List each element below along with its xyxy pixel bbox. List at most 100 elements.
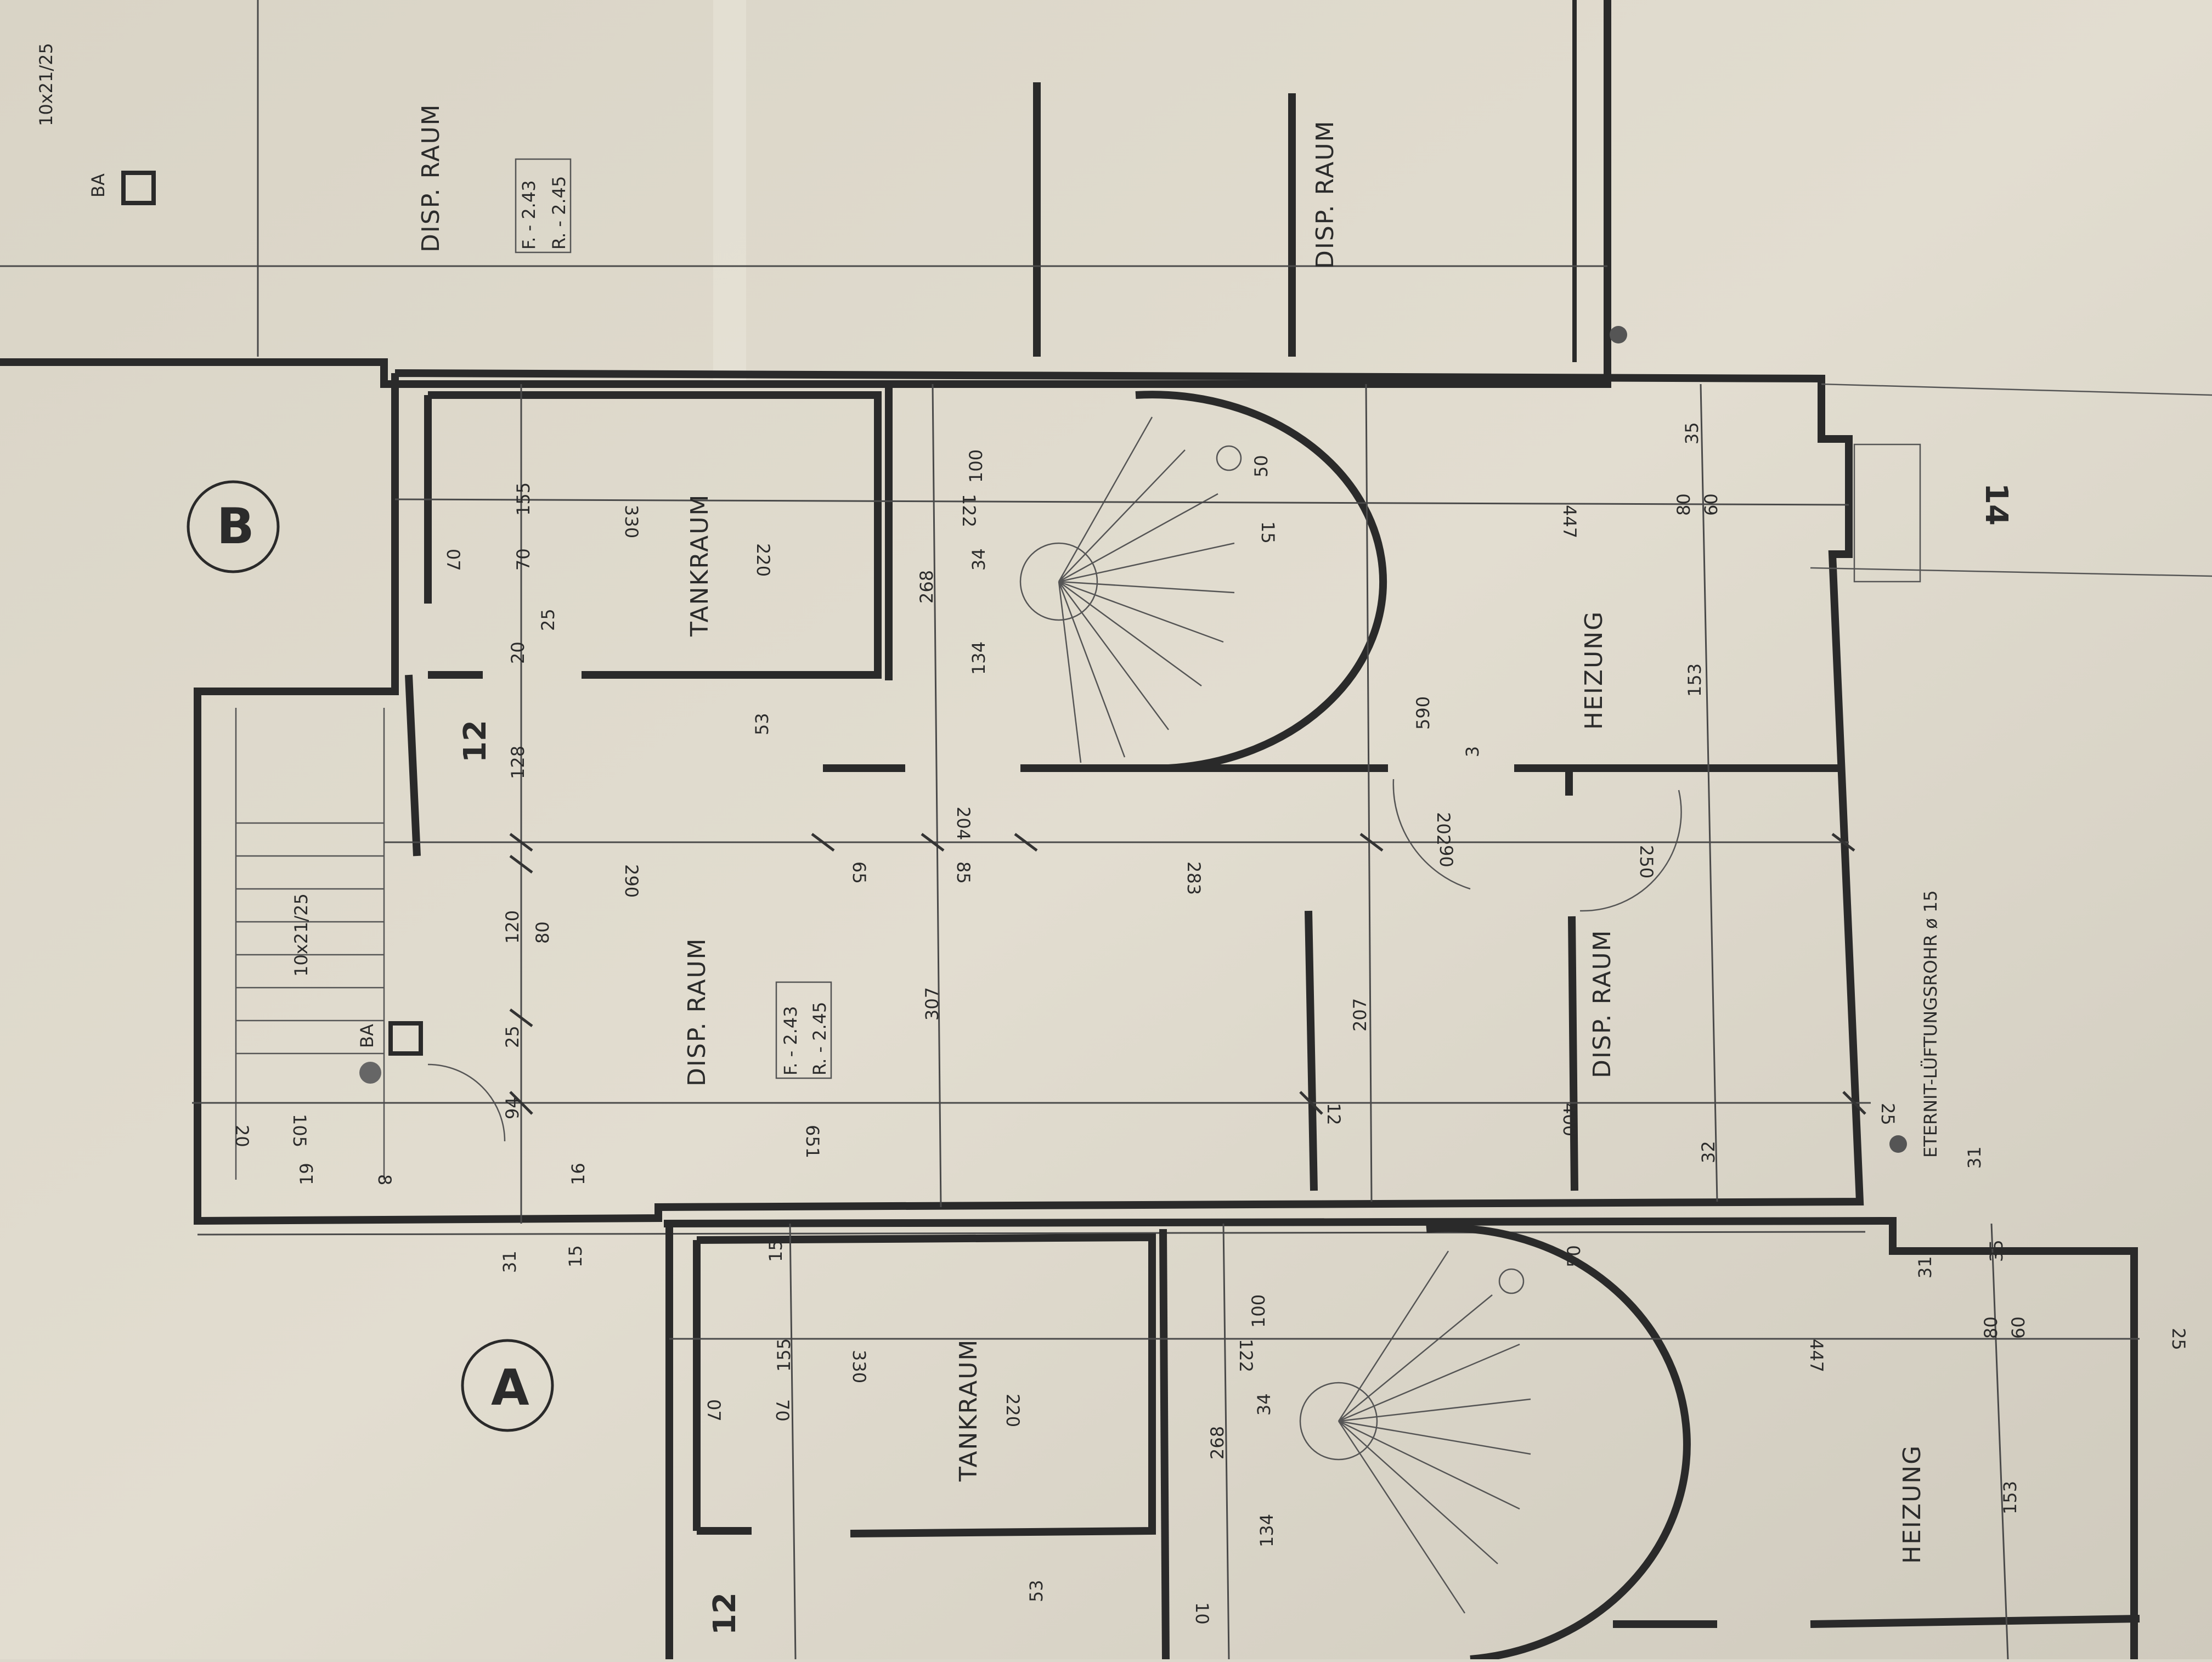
sheet-mark: 14 bbox=[1978, 483, 2014, 526]
unit-b-disp-raum-left: DISP. RAUM bbox=[683, 938, 711, 1087]
dim-19: 19 bbox=[296, 1163, 317, 1185]
dim-128: 128 bbox=[507, 746, 528, 779]
a-dim-153: 153 bbox=[2000, 1481, 2021, 1514]
dim-85: 85 bbox=[953, 861, 974, 884]
dim-07: 07 bbox=[443, 549, 464, 571]
dim-202: 202 bbox=[1433, 812, 1454, 846]
a-dim-35: 35 bbox=[1986, 1240, 2007, 1262]
dim-15b: 15 bbox=[1257, 521, 1278, 544]
dim-590: 590 bbox=[1413, 696, 1434, 730]
dim-53: 53 bbox=[752, 713, 772, 735]
dim-155: 155 bbox=[513, 482, 534, 516]
dim-220: 220 bbox=[753, 543, 774, 577]
top-unit: DISP. RAUM DISP. RAUM 10x21/25 BA F. - 2… bbox=[0, 0, 1627, 388]
unit-a-dimensions: 330 155 70 07 220 268 100 122 34 134 447… bbox=[703, 1240, 2189, 1624]
a-dim-134: 134 bbox=[1256, 1514, 1277, 1547]
unit-b-ba-label: BA bbox=[357, 1024, 377, 1048]
dim-207: 207 bbox=[1350, 998, 1370, 1032]
a-dim-07: 07 bbox=[703, 1399, 724, 1422]
dim-3: 3 bbox=[1462, 746, 1483, 757]
dim-12: 12 bbox=[1323, 1103, 1344, 1125]
unit-b-marker-circle bbox=[187, 480, 280, 573]
unit-a-heizung: HEIZUNG bbox=[1898, 1445, 1926, 1564]
dim-34: 34 bbox=[968, 548, 989, 571]
a-dim-25: 25 bbox=[2168, 1328, 2189, 1350]
top-level-r: R. - 2.45 bbox=[549, 176, 569, 250]
dim-122: 122 bbox=[958, 494, 979, 527]
dim-330: 330 bbox=[621, 505, 642, 538]
dim-447: 447 bbox=[1559, 505, 1580, 538]
dim-80: 80 bbox=[532, 921, 553, 944]
dim-283: 283 bbox=[1183, 861, 1204, 895]
a-dim-31: 31 bbox=[1915, 1256, 1936, 1278]
a-dim-122: 122 bbox=[1235, 1339, 1256, 1372]
spiral-stair-core bbox=[1019, 542, 1098, 621]
a-dim-268: 268 bbox=[1207, 1426, 1228, 1460]
dim-204: 204 bbox=[953, 807, 974, 840]
dim-250: 250 bbox=[1636, 845, 1657, 878]
a-dim-447: 447 bbox=[1806, 1339, 1827, 1372]
unit-b-heizung: HEIZUNG bbox=[1580, 611, 1608, 730]
pipe-note: ETERNIT-LÜFTUNGSROHR ø 15 bbox=[1920, 890, 1941, 1158]
a-dim-53: 53 bbox=[1026, 1580, 1047, 1602]
top-disp-raum-right: DISP. RAUM bbox=[1311, 120, 1339, 269]
unit-b-level-f: F. - 2.43 bbox=[780, 1006, 801, 1075]
dim-8: 8 bbox=[374, 1174, 395, 1185]
a-dim-330: 330 bbox=[849, 1350, 870, 1383]
unit-b-letter: B bbox=[217, 498, 255, 555]
dim-32: 32 bbox=[1698, 1141, 1719, 1163]
top-disp-raum-left: DISP. RAUM bbox=[417, 104, 445, 253]
paper-fold bbox=[713, 0, 746, 384]
unit-b-dimensions: 307 651 290 120 80 25 94 105 20 19 8 31 … bbox=[232, 422, 1985, 1273]
top-level-f: F. - 2.43 bbox=[518, 180, 539, 250]
unit-a-level-label: 12 bbox=[707, 1592, 743, 1635]
top-ba-label: BA bbox=[88, 173, 109, 198]
unit-a-letter: A bbox=[491, 1359, 529, 1417]
a-dim-220: 220 bbox=[1002, 1394, 1023, 1427]
dim-50: 50 bbox=[1251, 455, 1272, 477]
dim-70: 70 bbox=[513, 548, 534, 571]
unit-b-level-r: R. - 2.45 bbox=[809, 1002, 830, 1075]
a-dim-10: 10 bbox=[1192, 1602, 1212, 1625]
dim-31: 31 bbox=[499, 1250, 520, 1273]
dim-35: 35 bbox=[1681, 422, 1702, 444]
dim-25c: 25 bbox=[1877, 1103, 1898, 1125]
a-dim-15: 15 bbox=[765, 1240, 786, 1262]
unit-b-stair-label: 10x21/25 bbox=[291, 893, 312, 977]
dim-290: 290 bbox=[621, 864, 642, 898]
dim-80b: 80 bbox=[1673, 493, 1694, 516]
dim-15: 15 bbox=[565, 1245, 586, 1267]
dim-268: 268 bbox=[916, 570, 937, 604]
dim-16: 16 bbox=[568, 1163, 589, 1185]
spiral-stair-outer bbox=[1135, 391, 1387, 772]
unit-a-tankraum: TANKRAUM bbox=[955, 1339, 983, 1482]
a-dim-34: 34 bbox=[1254, 1393, 1274, 1416]
unit-b: DISP. RAUM DISP. RAUM TANKRAUM HEIZUNG F… bbox=[187, 369, 2212, 1273]
top-stair-label: 10x21/25 bbox=[36, 43, 57, 126]
dim-25b: 25 bbox=[538, 609, 558, 631]
unit-b-level-label: 12 bbox=[458, 720, 493, 763]
dim-307: 307 bbox=[922, 987, 943, 1021]
dim-65: 65 bbox=[849, 861, 870, 884]
unit-a: TANKRAUM HEIZUNG 12 A 330 155 70 07 220 … bbox=[461, 1216, 2189, 1662]
dim-651: 651 bbox=[802, 1125, 823, 1158]
dim-105: 105 bbox=[289, 1114, 310, 1147]
dim-134: 134 bbox=[968, 641, 989, 675]
a-dim-70: 70 bbox=[772, 1399, 793, 1422]
dim-100: 100 bbox=[966, 449, 986, 483]
a-dim-155: 155 bbox=[774, 1338, 794, 1372]
dim-25: 25 bbox=[502, 1026, 523, 1048]
dim-400: 400 bbox=[1559, 1103, 1580, 1136]
top-vent-pipe bbox=[1610, 326, 1627, 343]
a-dim-80: 80 bbox=[1980, 1316, 2001, 1339]
dim-60: 60 bbox=[1701, 493, 1722, 516]
a-dim-50: 50 bbox=[1564, 1245, 1584, 1267]
dim-20b: 20 bbox=[507, 641, 528, 664]
a-dim-100: 100 bbox=[1248, 1294, 1269, 1328]
dim-94: 94 bbox=[502, 1097, 523, 1119]
dim-31b: 31 bbox=[1964, 1146, 1985, 1169]
unit-b-tankraum: TANKRAUM bbox=[686, 494, 714, 637]
